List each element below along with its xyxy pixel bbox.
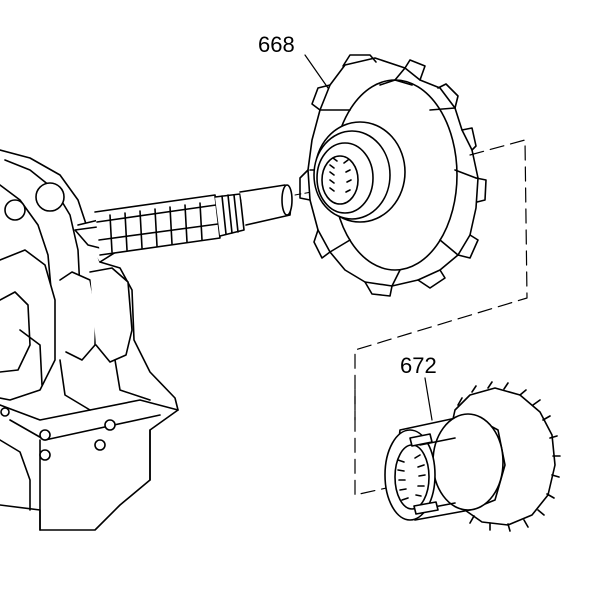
callout-672: 672 [400, 353, 437, 378]
part-672-gear [384, 381, 561, 532]
output-shaft [94, 184, 351, 256]
assembly-path-lines [354, 139, 528, 496]
callout-668: 668 [258, 32, 295, 57]
part-668-wheel [299, 54, 487, 297]
leader-668 [304, 54, 329, 89]
leader-672 [424, 377, 433, 421]
leader-lines [304, 54, 433, 421]
